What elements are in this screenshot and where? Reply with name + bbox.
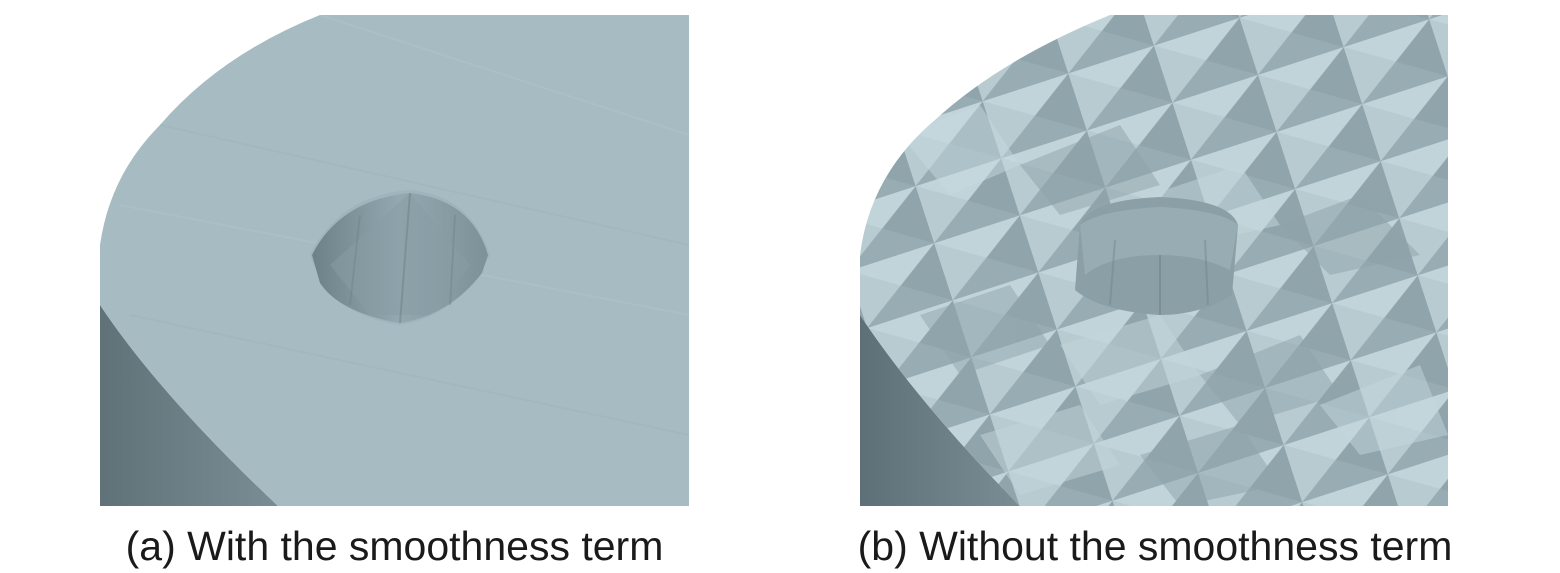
- mesh-hole: [310, 190, 490, 325]
- mesh-side-wall: [100, 245, 278, 506]
- caption-b: (b) Without the smoothness term: [857, 523, 1453, 569]
- smooth-mesh-render: [100, 15, 689, 506]
- mesh-hole: [1075, 197, 1238, 315]
- caption-a: (a) With the smoothness term: [125, 523, 664, 569]
- mesh-side-wall: [860, 255, 1020, 506]
- panel-b-render: [860, 15, 1448, 506]
- faceted-mesh-render: [860, 15, 1448, 506]
- panel-a-render: [100, 15, 689, 506]
